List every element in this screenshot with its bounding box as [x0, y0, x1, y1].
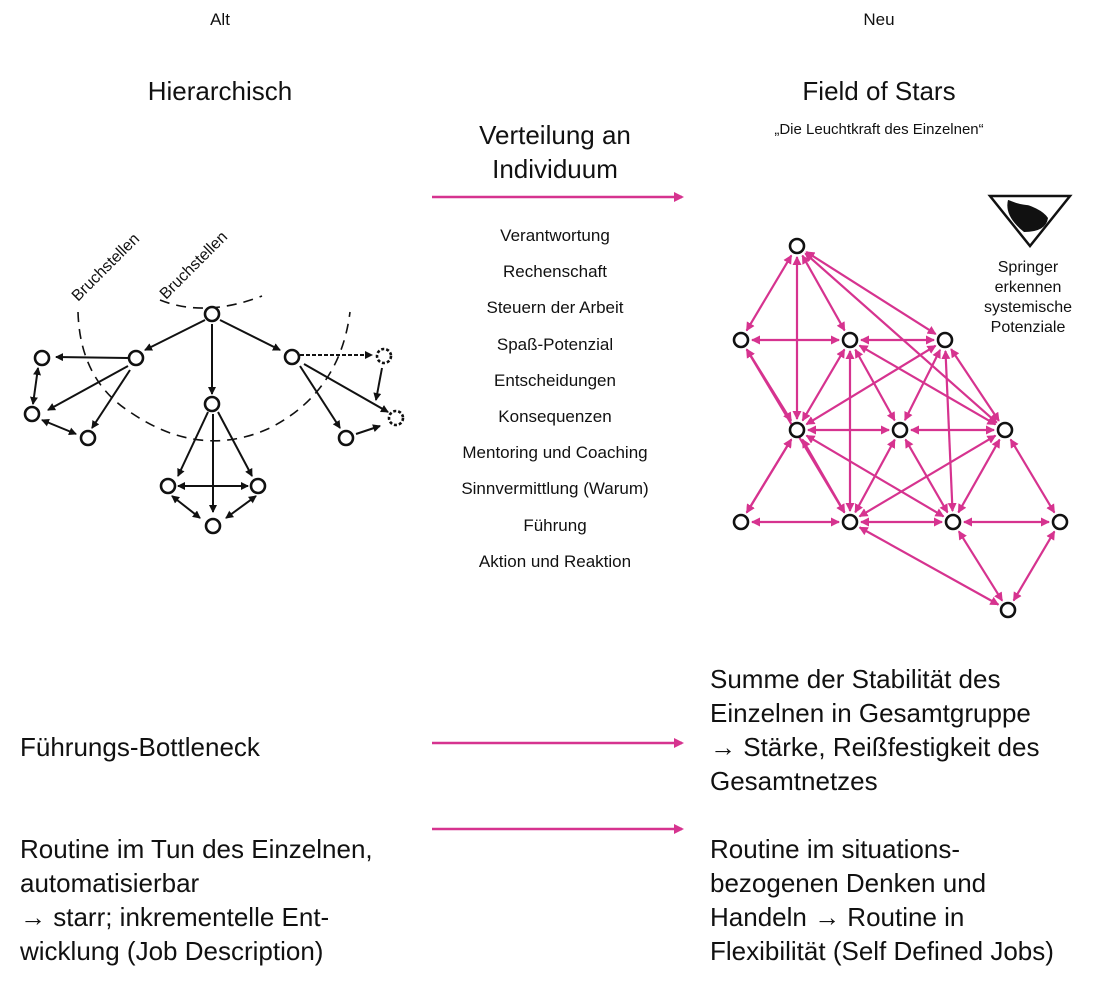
- text-line: wicklung (Job Description): [20, 936, 324, 966]
- text-line: Routine im situations-: [710, 834, 960, 864]
- hier-node: [127, 349, 145, 367]
- field-of-stars-title: Field of Stars: [802, 76, 956, 106]
- hier-node: [375, 347, 393, 365]
- springer-line: erkennen: [994, 279, 1062, 296]
- text-line: Handeln → Routine in: [710, 902, 965, 932]
- hier-node: [79, 429, 97, 447]
- star-node: [732, 513, 750, 531]
- star-node: [841, 331, 859, 349]
- star-node: [944, 513, 962, 531]
- list-item: Sinnvermittlung (Warum): [461, 479, 649, 499]
- star-node: [841, 513, 859, 531]
- star-node: [788, 237, 806, 255]
- distribution-title: Verteilung an Individuum: [420, 118, 690, 186]
- hier-node: [33, 349, 51, 367]
- header-new: Neu: [863, 10, 895, 29]
- star-edge: [950, 348, 1000, 422]
- star-edge: [957, 530, 1004, 602]
- hier-node: [337, 429, 355, 447]
- springer-line: systemische: [983, 299, 1073, 316]
- text-line: → starr; inkrementelle Ent-: [20, 902, 330, 932]
- star-edge: [801, 348, 846, 422]
- star-node: [788, 421, 806, 439]
- text-line: Gesamtnetzes: [710, 766, 878, 796]
- list-item: Führung: [523, 515, 587, 535]
- list-item: Rechenschaft: [503, 262, 607, 282]
- springer-line: Springer: [997, 259, 1059, 276]
- hier-node: [159, 477, 177, 495]
- star-edge: [858, 434, 997, 518]
- springer-line: Potenziale: [990, 319, 1066, 336]
- star-edge: [1012, 530, 1056, 602]
- row2-left-text: Routine im Tun des Einzelnen, automatisi…: [20, 832, 420, 968]
- star-edge: [745, 254, 793, 332]
- text-line: → Stärke, Reißfestigkeit des: [710, 732, 1040, 762]
- hierarchy-title: Hierarchisch: [147, 76, 293, 106]
- star-edge: [1009, 438, 1056, 514]
- star-edge: [858, 526, 1000, 606]
- star-node: [936, 331, 954, 349]
- text-line: Summe der Stabilität des: [710, 664, 1001, 694]
- star-edge: [854, 348, 896, 422]
- list-item: Spaß-Potenzial: [496, 334, 614, 354]
- text-line: bezogenen Denken und: [710, 868, 987, 898]
- springer-label: Springer erkennen systemische Potenziale: [968, 258, 1088, 338]
- distribution-title-line-1: Verteilung an: [479, 120, 631, 150]
- star-edge: [745, 438, 793, 514]
- header-old: Alt: [210, 10, 230, 29]
- row1-right-text: Summe der Stabilität des Einzelnen in Ge…: [710, 662, 1095, 798]
- observer-eye-icon: [987, 194, 1073, 249]
- text-line: automatisierbar: [20, 868, 200, 898]
- list-item: Mentoring und Coaching: [462, 443, 648, 463]
- list-item: Steuern der Arbeit: [486, 298, 624, 318]
- hier-node: [283, 348, 301, 366]
- hier-node: [23, 405, 41, 423]
- hier-node: [387, 409, 405, 427]
- text-line: Flexibilität (Self Defined Jobs): [710, 936, 1054, 966]
- break-arc: [159, 295, 263, 309]
- hier-node: [203, 305, 221, 323]
- star-edge: [804, 252, 998, 424]
- field-of-stars-subtitle: „Die Leuchtkraft des Einzelnen“: [774, 121, 984, 138]
- star-edge: [801, 254, 846, 332]
- star-node: [999, 601, 1017, 619]
- hier-node: [203, 395, 221, 413]
- row1-left-text: Führungs-Bottleneck: [20, 730, 420, 764]
- text-line: Einzelnen in Gesamtgruppe: [710, 698, 1031, 728]
- list-item: Verantwortung: [500, 226, 610, 245]
- text-line: Routine im Tun des Einzelnen,: [20, 834, 373, 864]
- hier-node: [204, 517, 222, 535]
- list-item: Konsequenzen: [498, 406, 612, 426]
- list-item: Aktion und Reaktion: [478, 551, 632, 571]
- star-node: [1051, 513, 1069, 531]
- star-node: [891, 421, 909, 439]
- star-edge: [805, 344, 937, 426]
- star-node: [732, 331, 750, 349]
- distribution-title-line-2: Individuum: [492, 154, 618, 184]
- distribution-list: Verantwortung Rechenschaft Steuern der A…: [420, 224, 690, 586]
- star-node: [996, 421, 1014, 439]
- break-arc: [77, 311, 351, 442]
- list-item: Entscheidungen: [494, 370, 616, 390]
- star-edge: [805, 250, 937, 336]
- star-edge: [957, 438, 1001, 514]
- hier-node: [249, 477, 267, 495]
- row2-right-text: Routine im situations- bezogenen Denken …: [710, 832, 1095, 968]
- text-line: Führungs-Bottleneck: [20, 732, 260, 762]
- star-edge: [854, 438, 896, 514]
